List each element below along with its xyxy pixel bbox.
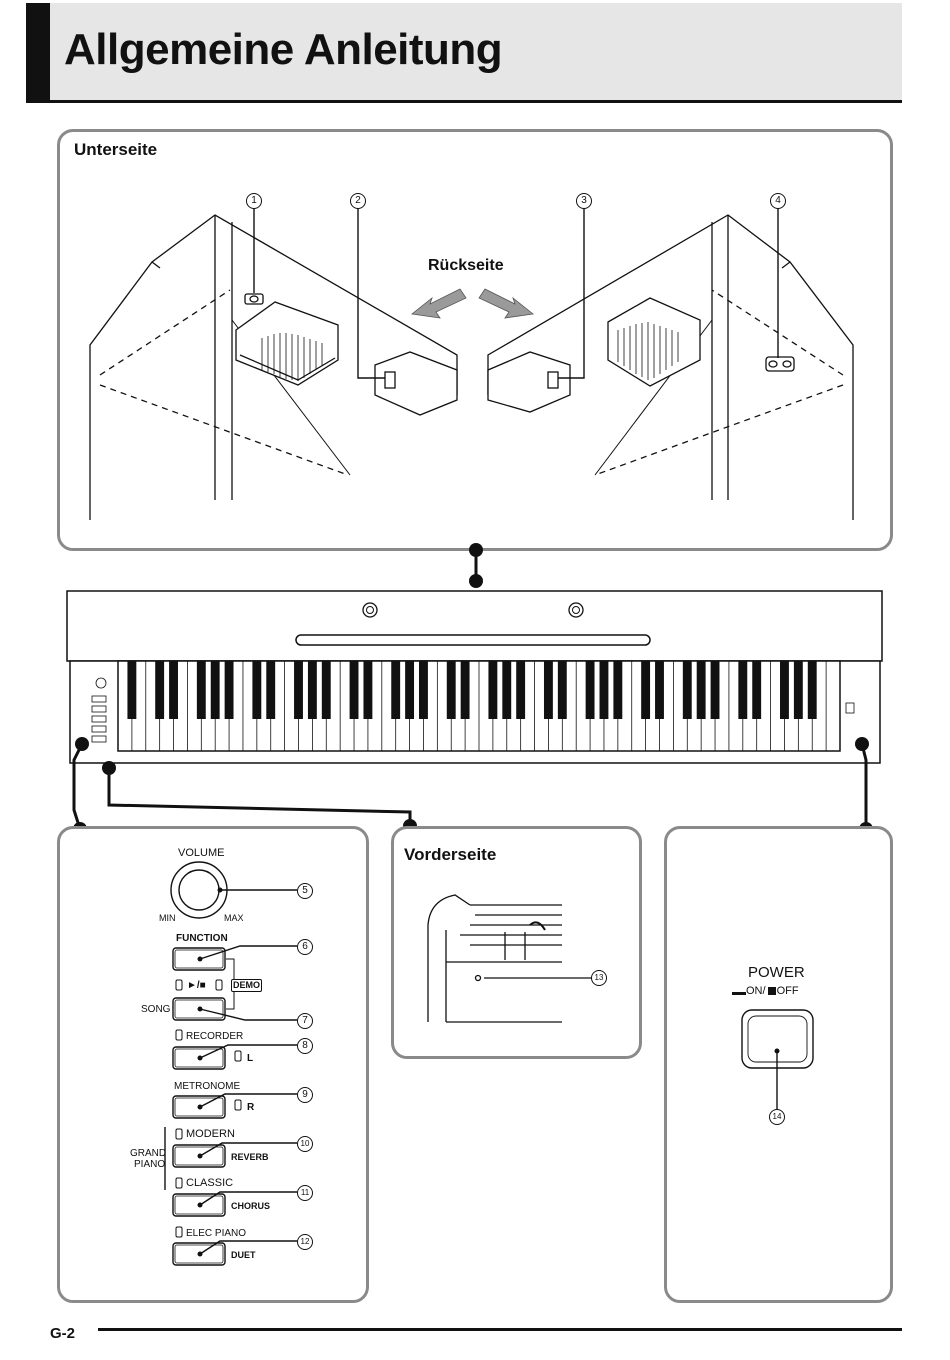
- black-key: [405, 661, 415, 719]
- function-label: FUNCTION: [176, 933, 228, 944]
- piano-label: PIANO: [134, 1159, 166, 1170]
- underside-panel: [57, 129, 893, 551]
- black-key: [266, 661, 276, 719]
- reverb-label: REVERB: [231, 1152, 269, 1162]
- callout-14: 14: [769, 1109, 785, 1125]
- power-label: POWER: [748, 964, 805, 981]
- header-accent-bar: [26, 3, 50, 100]
- callout-8: 8: [297, 1038, 313, 1054]
- black-key: [557, 661, 567, 719]
- callout-9: 9: [297, 1087, 313, 1103]
- grand-label: GRAND: [130, 1148, 167, 1159]
- black-key: [738, 661, 748, 719]
- elec-piano-label: ELEC PIANO: [186, 1228, 247, 1239]
- black-key: [599, 661, 609, 719]
- underside-title: Unterseite: [74, 140, 158, 159]
- black-key: [641, 661, 651, 719]
- callout-6: 6: [297, 939, 313, 955]
- black-key: [793, 661, 803, 719]
- callout-1: 1: [246, 193, 262, 209]
- black-key: [752, 661, 762, 719]
- black-key: [210, 661, 220, 719]
- demo-label: DEMO: [231, 979, 262, 992]
- power-panel: [664, 826, 893, 1303]
- on-off-indicator: ON/OFF: [732, 985, 799, 997]
- black-key: [780, 661, 789, 719]
- black-key: [613, 661, 623, 719]
- page-title: Allgemeine Anleitung: [64, 25, 503, 74]
- black-key: [224, 661, 234, 719]
- black-key: [419, 661, 428, 719]
- black-key: [363, 661, 373, 719]
- black-key: [516, 661, 526, 719]
- min-label: MIN: [159, 913, 176, 923]
- footer-rule: [98, 1328, 902, 1331]
- off-icon: [767, 987, 776, 995]
- page-header: Allgemeine Anleitung: [26, 3, 902, 103]
- callout-2: 2: [350, 193, 366, 209]
- volume-label: VOLUME: [178, 847, 225, 859]
- metronome-label: METRONOME: [174, 1081, 241, 1092]
- r-label: R: [247, 1102, 255, 1113]
- off-label: OFF: [776, 985, 799, 997]
- play-stop-label: ►/■: [187, 980, 206, 991]
- black-key: [252, 661, 262, 719]
- callout-11: 11: [297, 1185, 313, 1201]
- callout-3: 3: [576, 193, 592, 209]
- black-key: [169, 661, 178, 719]
- callout-12: 12: [297, 1234, 313, 1250]
- black-key: [307, 661, 317, 719]
- black-key: [294, 661, 303, 719]
- black-key: [196, 661, 206, 719]
- black-key: [585, 661, 595, 719]
- duet-label: DUET: [231, 1250, 256, 1260]
- max-label: MAX: [224, 913, 244, 923]
- black-key: [127, 661, 137, 719]
- black-key: [460, 661, 470, 719]
- on-label: ON: [746, 985, 763, 997]
- chorus-label: CHORUS: [231, 1201, 271, 1211]
- recorder-label: RECORDER: [186, 1031, 244, 1042]
- front-panel: [391, 826, 642, 1059]
- black-key: [488, 661, 498, 719]
- black-key: [543, 661, 553, 719]
- black-key: [710, 661, 720, 719]
- black-key: [446, 661, 456, 719]
- black-key: [807, 661, 817, 719]
- callout-4: 4: [770, 193, 786, 209]
- black-key: [349, 661, 359, 719]
- black-key: [682, 661, 692, 719]
- controls-panel: [57, 826, 369, 1303]
- page-number: G-2: [50, 1325, 76, 1342]
- front-title: Vorderseite: [404, 845, 497, 864]
- black-key: [155, 661, 165, 719]
- callout-13: 13: [591, 970, 607, 986]
- callout-10: 10: [297, 1136, 313, 1152]
- black-key: [502, 661, 512, 719]
- black-key: [391, 661, 401, 719]
- classic-label: CLASSIC: [186, 1177, 234, 1189]
- black-key: [655, 661, 664, 719]
- black-key: [696, 661, 706, 719]
- black-key: [321, 661, 331, 719]
- l-label: L: [247, 1053, 254, 1064]
- song-label: SONG: [141, 1004, 171, 1015]
- rear-label: Rückseite: [428, 257, 504, 274]
- modern-label: MODERN: [186, 1128, 235, 1140]
- on-icon: [732, 992, 746, 995]
- callout-7: 7: [297, 1013, 313, 1029]
- callout-5: 5: [297, 883, 313, 899]
